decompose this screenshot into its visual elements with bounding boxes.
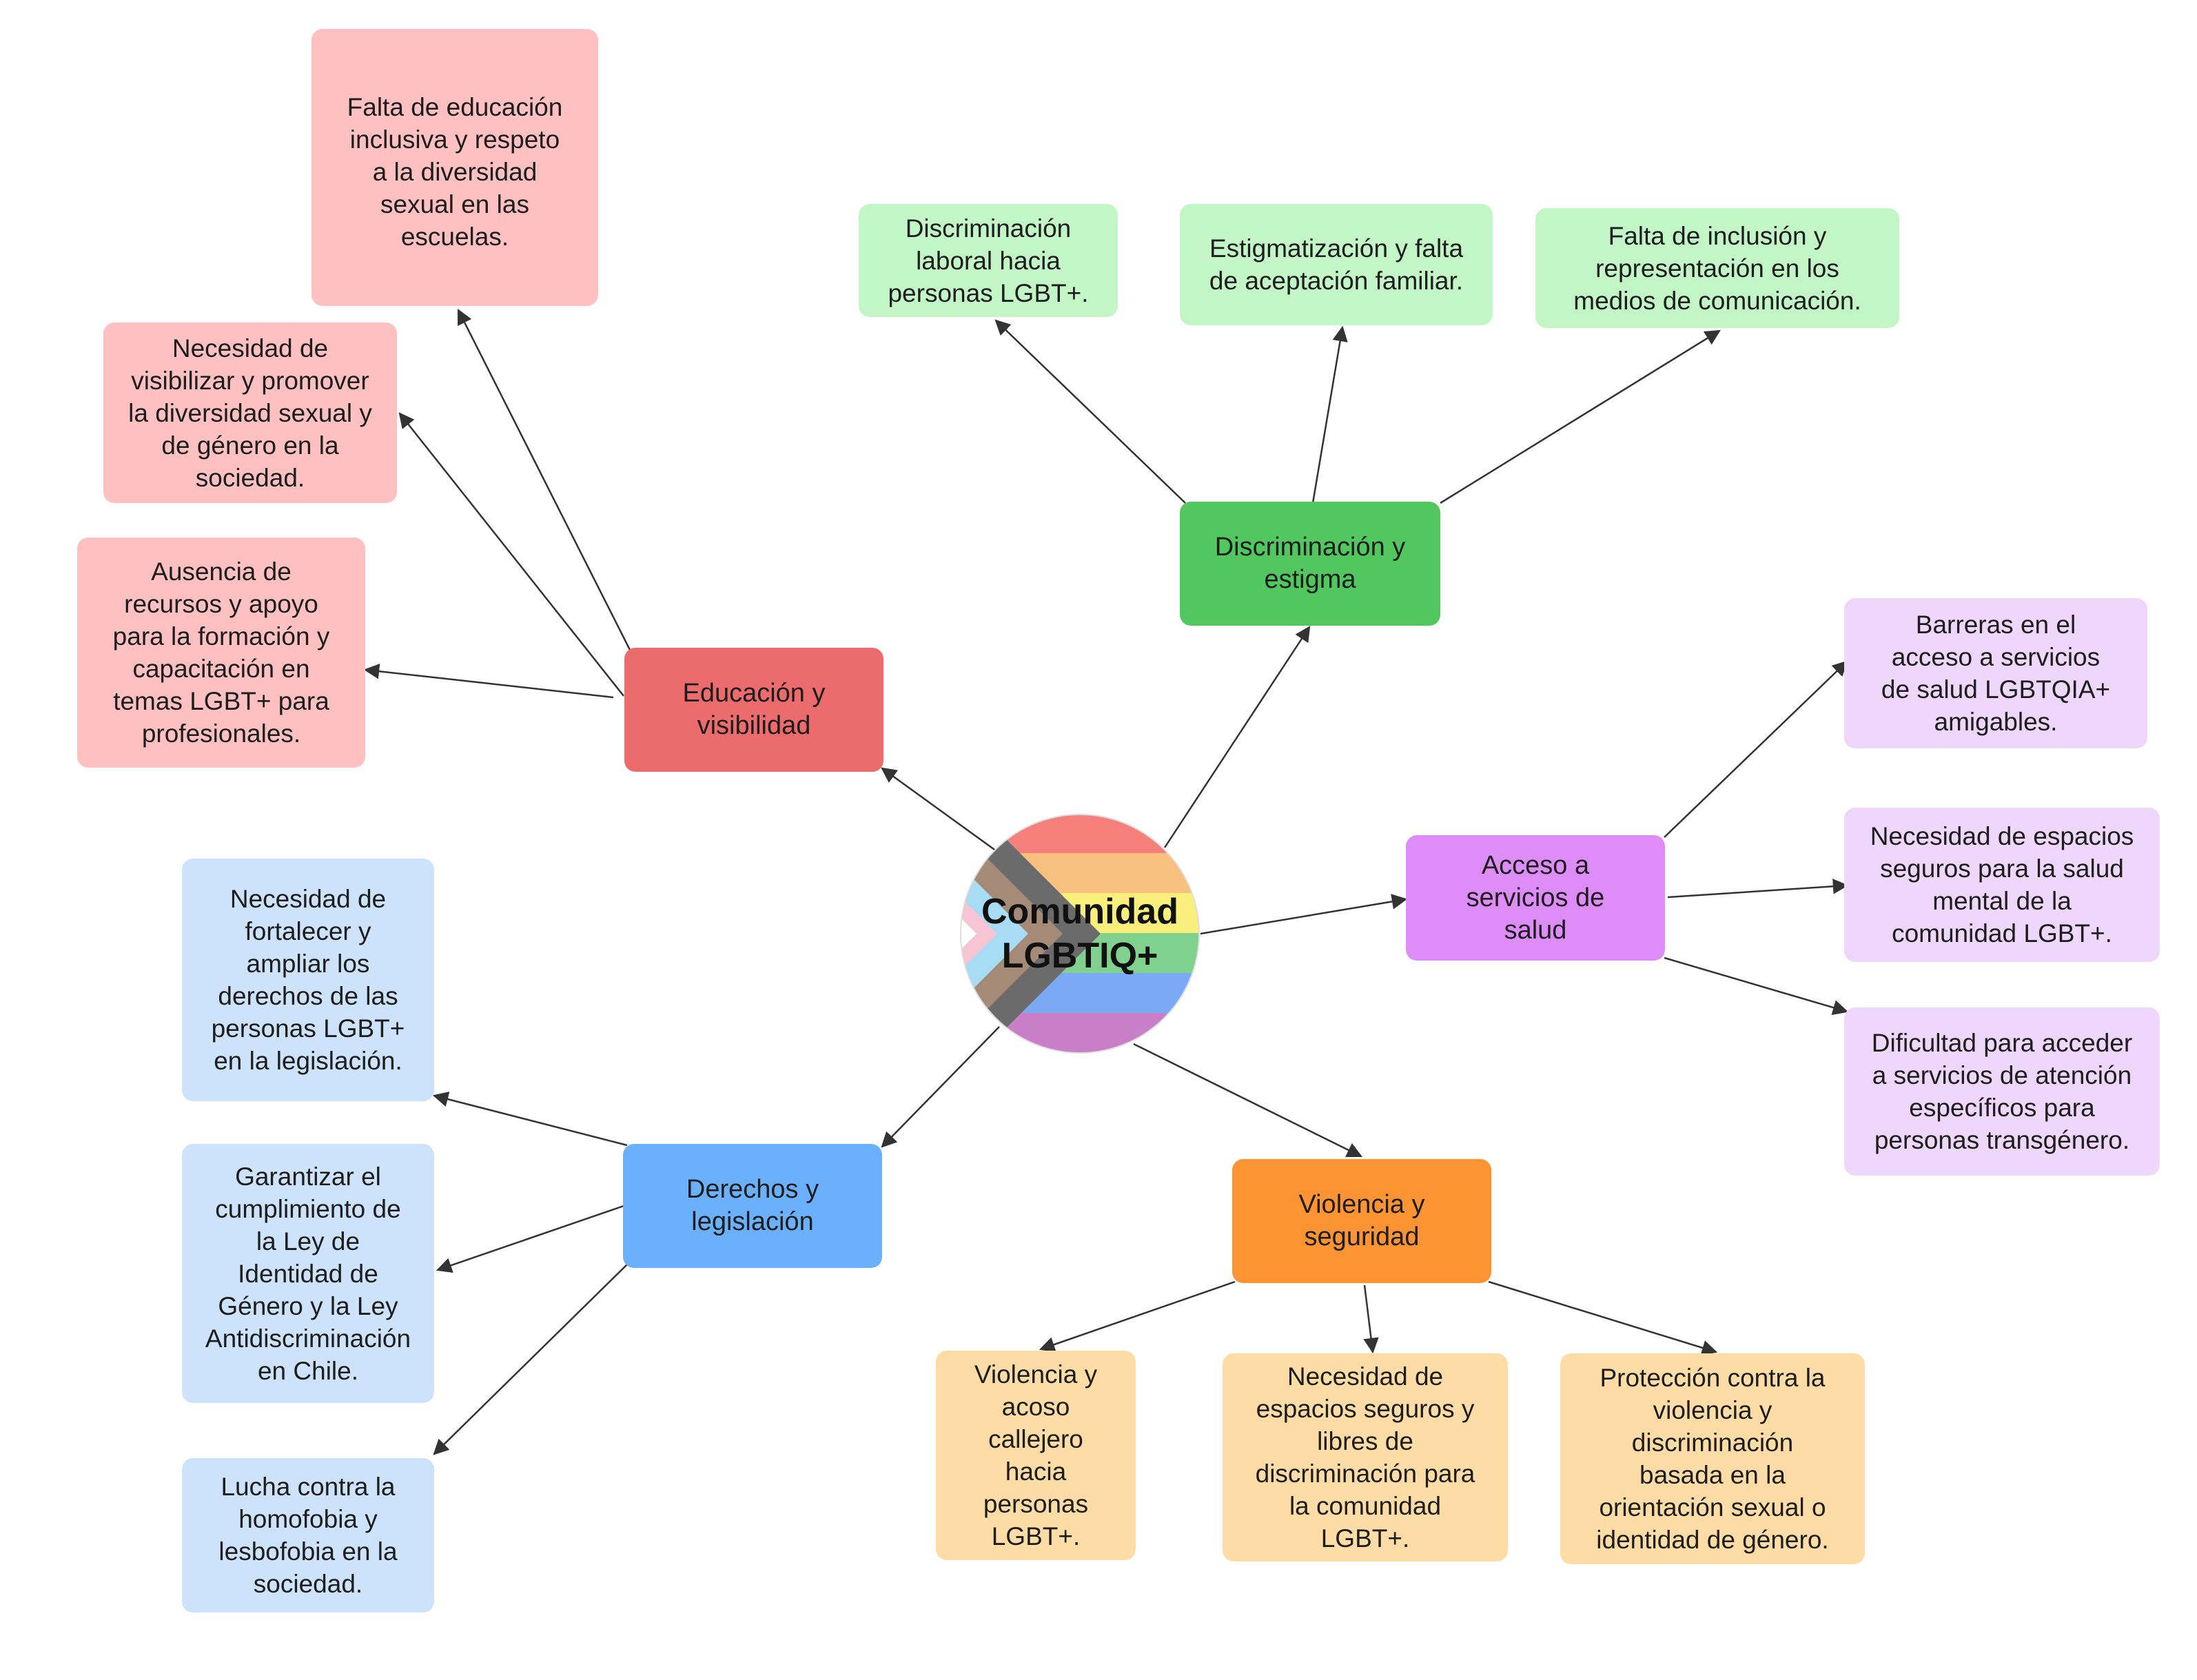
rights-label: Derechos y legislación — [686, 1175, 819, 1236]
edge-center-discrimination — [1163, 626, 1311, 848]
discrimination-child-2[interactable]: Estigmatización y falta de aceptación fa… — [1180, 204, 1493, 325]
edge-health-2 — [1667, 879, 1849, 899]
edge-center-health — [1200, 894, 1408, 935]
center-label: Comunidad LGBTIQ+ — [981, 892, 1178, 976]
progress-pride-flag-icon — [960, 814, 1200, 1054]
edge-education-2 — [398, 412, 624, 697]
rights-child-1-text: Necesidad de fortalecer y ampliar los de… — [211, 885, 405, 1075]
health-label: Acceso a servicios de salud — [1466, 850, 1605, 945]
discrimination-child-1[interactable]: Discriminación laboral hacia personas LG… — [859, 204, 1118, 317]
health-child-3[interactable]: Dificultad para acceder a servicios de a… — [1844, 1007, 2160, 1176]
health-node[interactable]: Acceso a servicios de salud — [1406, 835, 1665, 961]
rights-child-3-text: Lucha contra la homofobia y lesbofobia e… — [218, 1473, 398, 1598]
health-child-2[interactable]: Necesidad de espacios seguros para la sa… — [1844, 808, 2160, 962]
education-label: Educación y visibilidad — [682, 679, 826, 740]
health-child-1[interactable]: Barreras en el acceso a servicios de sal… — [1844, 598, 2147, 748]
health-child-1-text: Barreras en el acceso a servicios de sal… — [1881, 611, 2111, 736]
health-child-2-text: Necesidad de espacios seguros para la sa… — [1870, 822, 2134, 947]
education-child-3[interactable]: Ausencia de recursos y apoyo para la for… — [77, 537, 365, 768]
violence-child-3[interactable]: Protección contra la violencia y discrim… — [1560, 1353, 1865, 1564]
violence-node[interactable]: Violencia y seguridad — [1232, 1159, 1491, 1283]
edge-health-3 — [1664, 956, 1849, 1016]
health-child-3-text: Dificultad para acceder a servicios de a… — [1871, 1029, 2133, 1154]
edge-education-1 — [457, 308, 632, 652]
discrimination-child-3-text: Falta de inclusión y representación en l… — [1573, 221, 1861, 315]
edge-center-rights — [881, 1026, 1000, 1148]
edge-center-education — [881, 767, 1000, 854]
discrimination-label: Discriminación y estigma — [1214, 533, 1406, 594]
edge-education-3 — [363, 664, 614, 699]
edge-rights-2 — [436, 1205, 624, 1273]
education-child-3-text: Ausencia de recursos y apoyo para la for… — [112, 557, 330, 748]
education-node[interactable]: Educación y visibilidad — [624, 648, 883, 772]
rights-child-2[interactable]: Garantizar el cumplimiento de la Ley de … — [182, 1144, 434, 1403]
education-child-2[interactable]: Necesidad de visibilizar y promover la d… — [103, 322, 397, 503]
edge-violence-1 — [1039, 1280, 1236, 1352]
violence-child-3-text: Protección contra la violencia y discrim… — [1596, 1364, 1829, 1554]
rights-node[interactable]: Derechos y legislación — [623, 1144, 882, 1268]
education-child-1-text: Falta de educación inclusiva y respeto a… — [347, 93, 563, 251]
edge-health-1 — [1664, 660, 1848, 838]
violence-child-2[interactable]: Necesidad de espacios seguros y libres d… — [1223, 1353, 1508, 1561]
edge-rights-1 — [432, 1092, 628, 1147]
discrimination-child-2-text: Estigmatización y falta de aceptación fa… — [1209, 234, 1464, 295]
education-child-2-text: Necesidad de visibilizar y promover la d… — [128, 334, 372, 492]
education-child-1[interactable]: Falta de educación inclusiva y respeto a… — [311, 29, 598, 306]
edge-violence-2 — [1363, 1284, 1379, 1354]
discrimination-child-3[interactable]: Falta de inclusión y representación en l… — [1535, 208, 1899, 328]
discrimination-node[interactable]: Discriminación y estigma — [1180, 502, 1440, 626]
violence-label: Violencia y seguridad — [1298, 1190, 1425, 1251]
edge-discrimination-2 — [1311, 325, 1348, 504]
violence-child-1[interactable]: Violencia y acoso callejero hacia person… — [936, 1351, 1136, 1560]
rights-child-1[interactable]: Necesidad de fortalecer y ampliar los de… — [182, 859, 434, 1101]
edge-violence-3 — [1488, 1280, 1718, 1355]
edge-discrimination-3 — [1440, 329, 1721, 504]
violence-child-2-text: Necesidad de espacios seguros y libres d… — [1255, 1362, 1475, 1553]
rights-child-2-text: Garantizar el cumplimiento de la Ley de … — [205, 1162, 411, 1385]
edge-center-violence — [1133, 1043, 1363, 1158]
edge-rights-3 — [433, 1264, 628, 1455]
violence-child-1-text: Violencia y acoso callejero hacia person… — [974, 1360, 1098, 1550]
center-node[interactable]: Comunidad LGBTIQ+ — [959, 813, 1200, 1054]
discrimination-child-1-text: Discriminación laboral hacia personas LG… — [888, 214, 1089, 307]
edge-discrimination-1 — [994, 319, 1186, 504]
rights-child-3[interactable]: Lucha contra la homofobia y lesbofobia e… — [182, 1458, 434, 1612]
